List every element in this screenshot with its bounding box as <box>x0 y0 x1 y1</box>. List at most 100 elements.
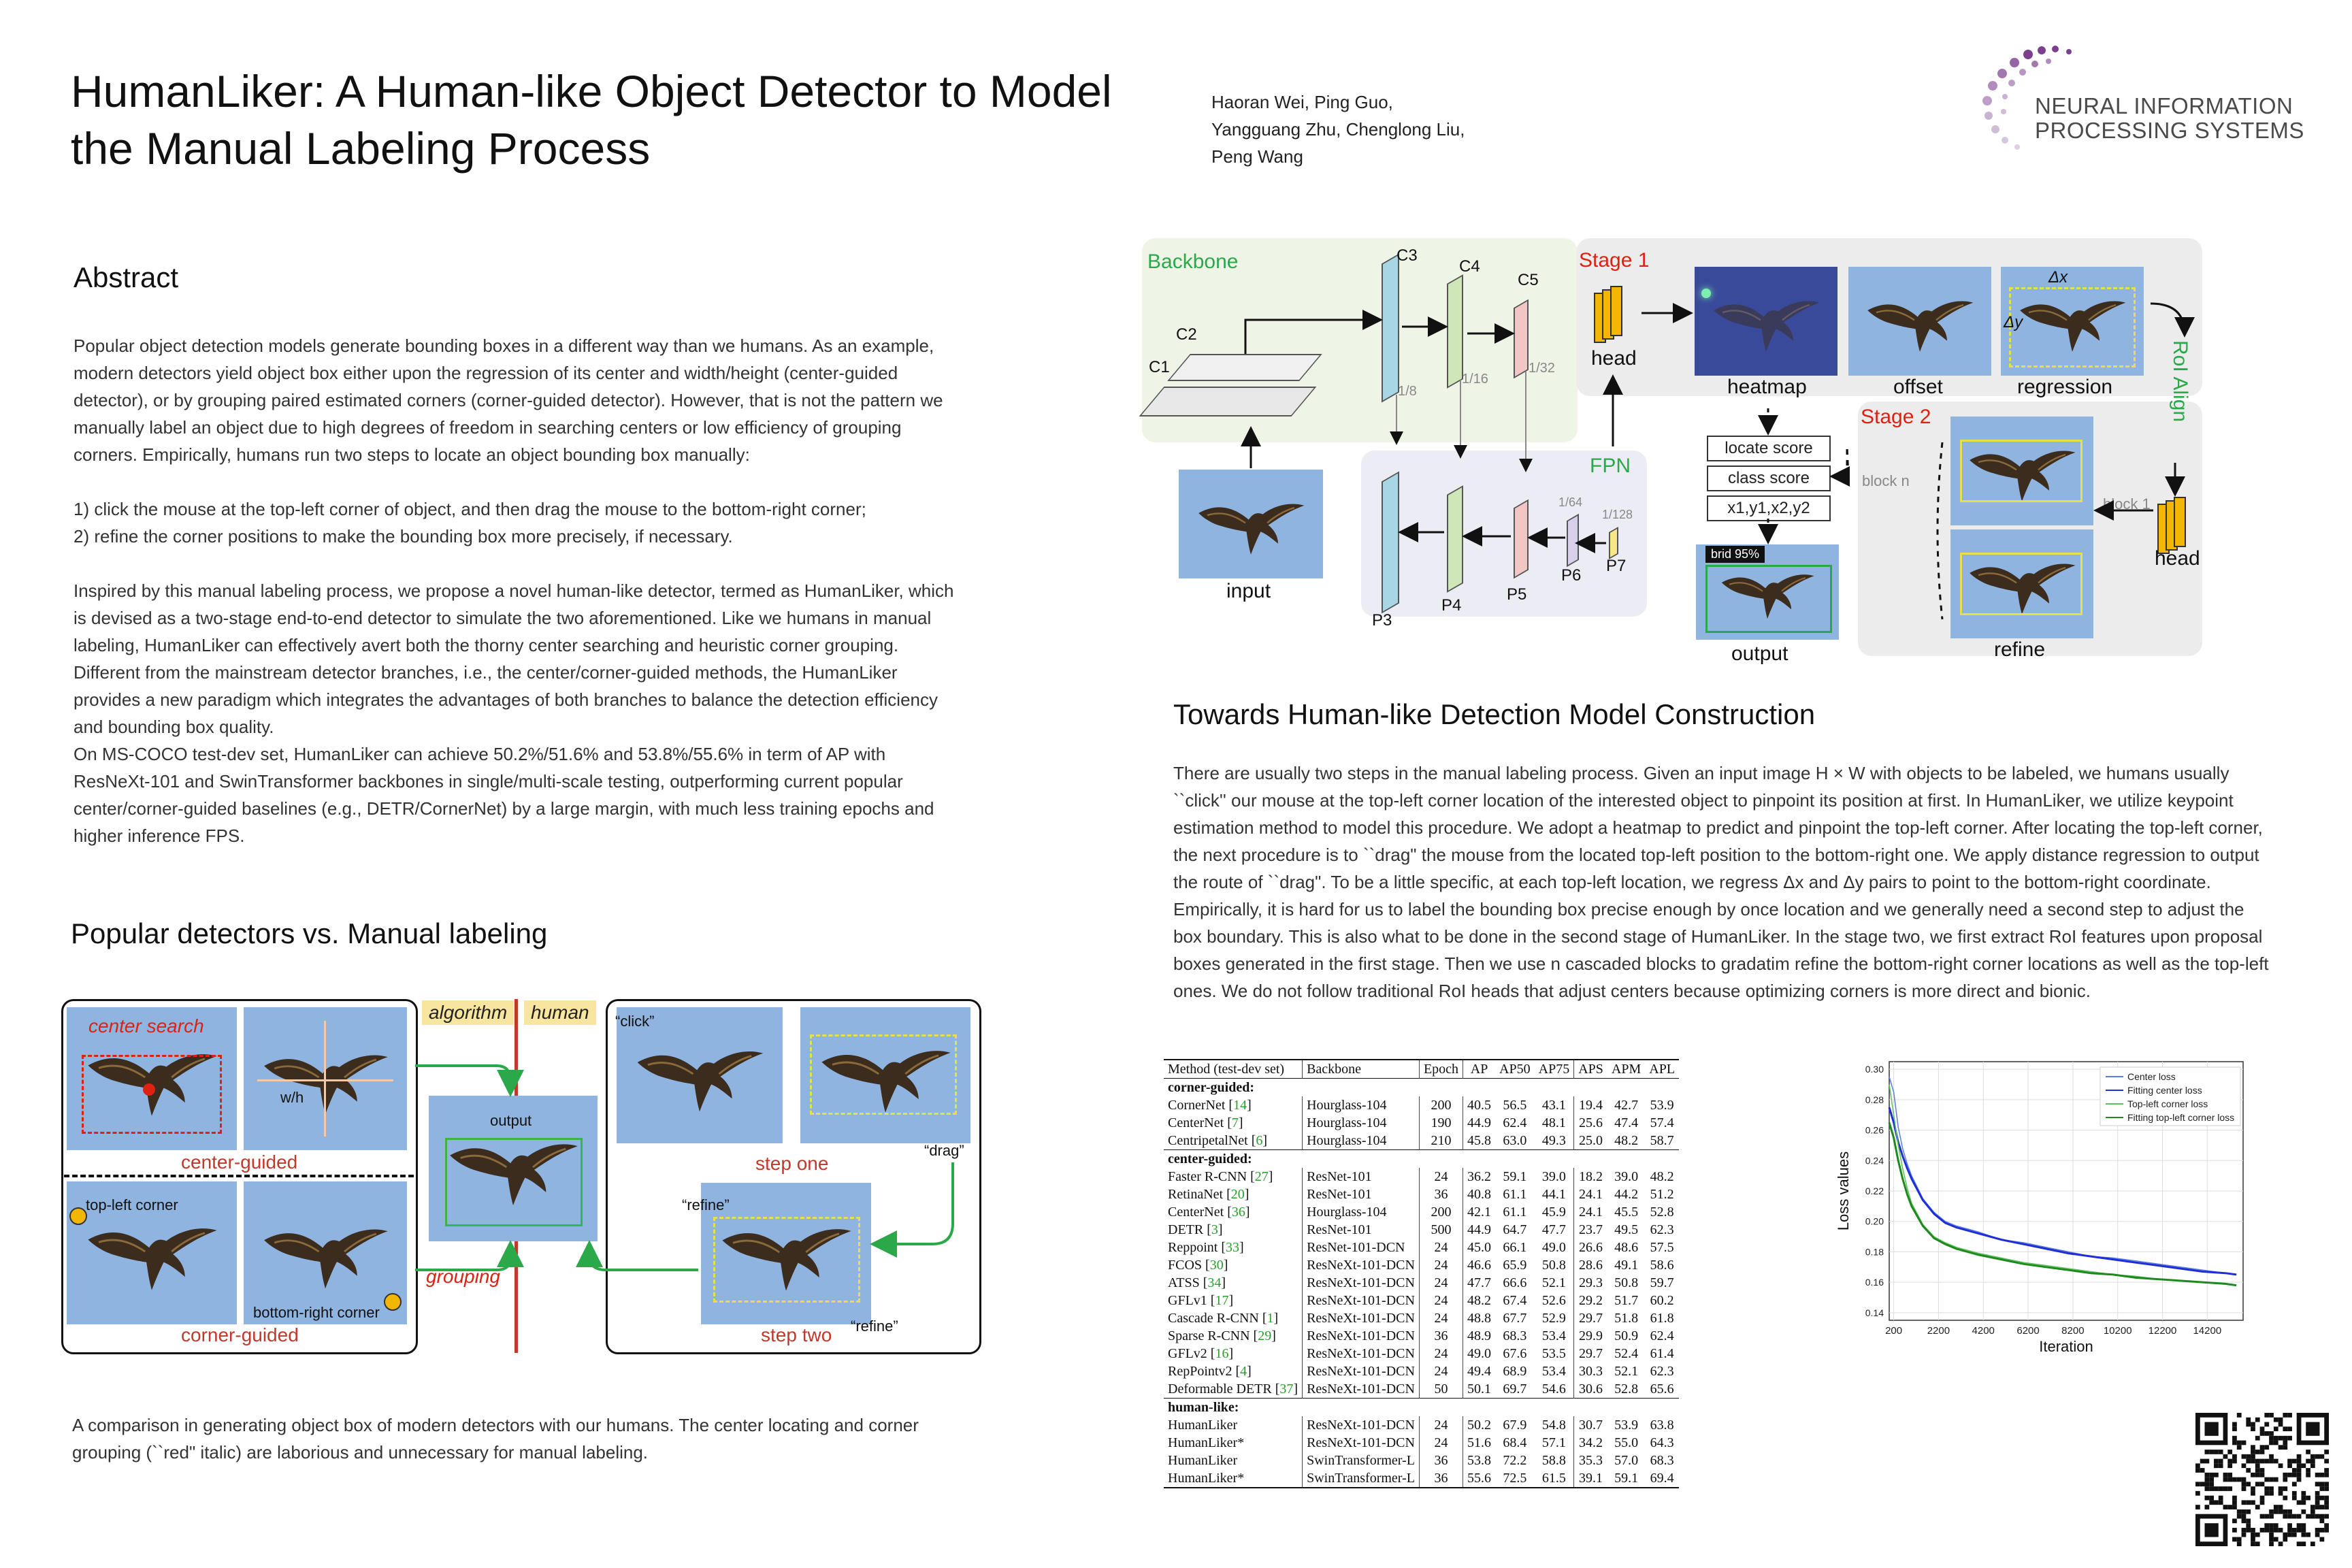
method-name: HumanLiker <box>1168 1453 1238 1468</box>
value-cell: 48.2 <box>1650 1169 1674 1184</box>
output-image <box>429 1096 598 1241</box>
value-cell: 68.9 <box>1503 1364 1527 1379</box>
value-cell: 72.5 <box>1503 1471 1527 1486</box>
citation-link[interactable]: 1 <box>1267 1311 1274 1326</box>
value-cell: 50.2 <box>1463 1416 1496 1434</box>
method-cell: HumanLiker* <box>1164 1434 1303 1452</box>
value-cell: 200 <box>1418 1096 1463 1114</box>
citation-link[interactable]: 29 <box>1258 1328 1272 1343</box>
method-name: CenterNet <box>1168 1115 1224 1130</box>
value-cell: 30.7 <box>1573 1416 1607 1434</box>
citation-link[interactable]: 14 <box>1233 1098 1247 1113</box>
value-cell: 42.7 <box>1614 1098 1639 1113</box>
bbox-solid <box>445 1138 583 1226</box>
method-name: CenterNet <box>1168 1205 1224 1220</box>
citation-link[interactable]: 16 <box>1215 1346 1229 1361</box>
author-line: Peng Wang <box>1211 146 1303 167</box>
value-cell: 45.5 <box>1614 1205 1639 1220</box>
value-cell: 67.6 <box>1503 1346 1527 1361</box>
value-cell: 24.1 <box>1573 1186 1607 1203</box>
method-cell: FCOS [30] <box>1168 1258 1228 1273</box>
citation-link[interactable]: 33 <box>1226 1240 1240 1255</box>
citation-link[interactable]: 7 <box>1231 1115 1239 1130</box>
results-table: Method (test-dev set) Backbone Epoch AP … <box>1164 1059 1680 1488</box>
value-cell: 61.1 <box>1503 1187 1527 1202</box>
c5-label: C5 <box>1518 271 1539 289</box>
input-image <box>1179 470 1323 578</box>
citation-link[interactable]: 20 <box>1230 1187 1245 1202</box>
author-list: Haoran Wei, Ping Guo, Yangguang Zhu, Che… <box>1211 88 1465 170</box>
y-tick-label: 0.30 <box>1865 1064 1884 1075</box>
drag-image <box>800 1007 970 1143</box>
table-group-row: corner-guided: <box>1164 1079 1679 1097</box>
value-cell: 61.4 <box>1650 1346 1674 1361</box>
human-label: human <box>524 1000 596 1025</box>
value-cell: 23.7 <box>1573 1221 1607 1239</box>
citation-link[interactable]: 27 <box>1254 1169 1269 1184</box>
group-label: corner-guided: <box>1168 1080 1255 1095</box>
backbone-cell: ResNet-101-DCN <box>1302 1239 1420 1256</box>
y-tick-label: 0.24 <box>1865 1155 1884 1166</box>
citation-link[interactable]: 30 <box>1209 1258 1224 1273</box>
stage2-label: Stage 2 <box>1861 406 1931 428</box>
construction-body: There are usually two steps in the manua… <box>1173 763 2269 1001</box>
value-cell: 42.1 <box>1463 1203 1496 1221</box>
stage1-label: Stage 1 <box>1579 249 1650 272</box>
citation-link[interactable]: 37 <box>1279 1382 1294 1396</box>
method-cell: Deformable DETR [37] <box>1168 1382 1298 1396</box>
legend-entry: Center loss <box>2127 1071 2176 1082</box>
value-cell: 45.9 <box>1541 1205 1566 1220</box>
value-cell: 39.0 <box>1541 1169 1566 1184</box>
value-cell: 51.2 <box>1650 1187 1674 1202</box>
refine-label: “refine” <box>851 1318 898 1335</box>
backbone-cell: ResNeXt-101-DCN <box>1302 1345 1420 1362</box>
backbone-label: Backbone <box>1147 250 1239 273</box>
method-name: ATSS <box>1168 1275 1200 1290</box>
value-cell: 53.5 <box>1541 1346 1566 1361</box>
dx-label: Δx <box>2048 268 2068 287</box>
citation-link[interactable]: 3 <box>1211 1222 1218 1237</box>
citation-link[interactable]: 4 <box>1240 1364 1247 1379</box>
column-header: AP <box>1463 1060 1496 1079</box>
click-image <box>617 1007 783 1143</box>
value-cell: 48.1 <box>1541 1115 1566 1130</box>
method-cell: Cascade R-CNN [1] <box>1168 1311 1279 1326</box>
citation-link[interactable]: 6 <box>1256 1133 1263 1148</box>
value-cell: 67.7 <box>1503 1311 1527 1326</box>
y-tick-label: 0.14 <box>1865 1307 1884 1318</box>
citation-link[interactable]: 36 <box>1231 1205 1245 1220</box>
column-header: APM <box>1611 1062 1642 1077</box>
c4-label: C4 <box>1459 257 1480 276</box>
column-header: AP75 <box>1538 1062 1570 1077</box>
center-dot-icon <box>143 1083 155 1096</box>
value-cell: 50.9 <box>1614 1328 1639 1343</box>
input-label: input <box>1226 580 1271 602</box>
coords-box: x1,y1,x2,y2 <box>1707 495 1831 521</box>
series-line-4 <box>1888 1122 2237 1287</box>
height-arrow <box>324 1021 326 1137</box>
value-cell: 24.1 <box>1573 1203 1607 1221</box>
value-cell: 61.8 <box>1650 1311 1674 1326</box>
value-cell: 67.4 <box>1503 1293 1527 1308</box>
value-cell: 39.1 <box>1573 1469 1607 1488</box>
value-cell: 49.1 <box>1614 1258 1639 1273</box>
value-cell: 500 <box>1418 1221 1463 1239</box>
citation-link[interactable]: 34 <box>1207 1275 1222 1290</box>
table-header-row: Method (test-dev set) Backbone Epoch AP … <box>1164 1060 1680 1079</box>
drag-label: “drag” <box>924 1142 964 1159</box>
corner-dot-icon <box>384 1293 402 1311</box>
x-axis-label: Iteration <box>2039 1338 2093 1355</box>
citation-link[interactable]: 17 <box>1215 1293 1229 1308</box>
series-line-2 <box>1888 1107 2237 1276</box>
value-cell: 52.9 <box>1541 1311 1566 1326</box>
legend-box <box>2100 1066 2241 1126</box>
